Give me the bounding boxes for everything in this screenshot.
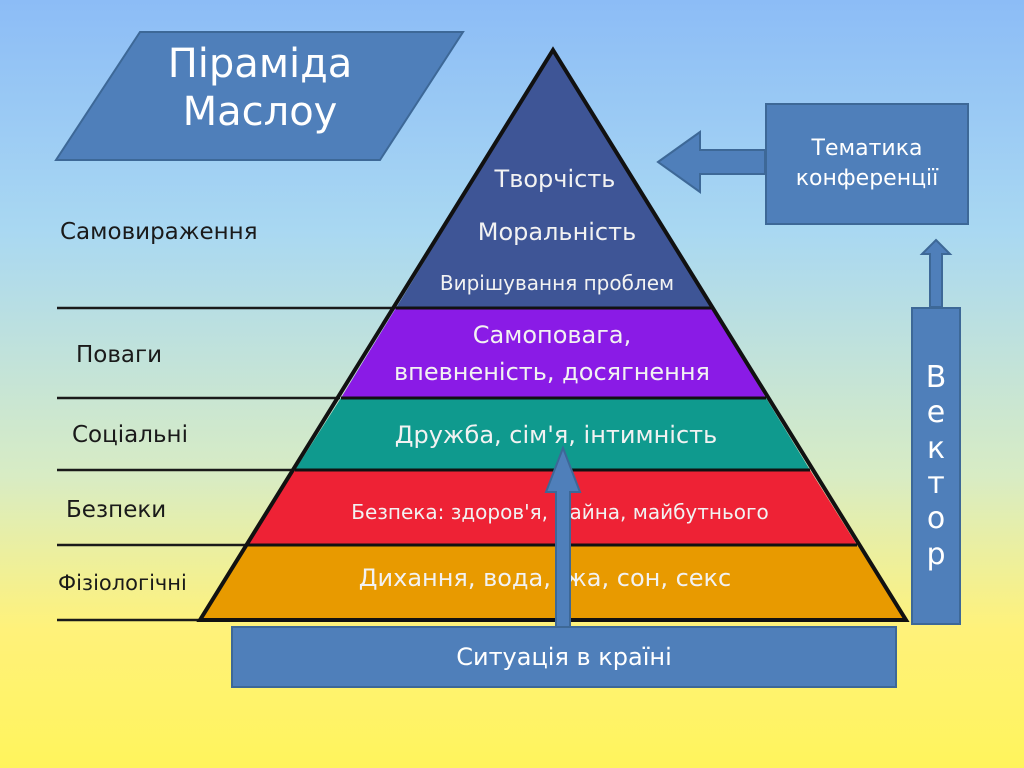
title-shape [54, 31, 465, 161]
topic-box: Тематика конференції [765, 103, 969, 225]
arrow-up-icon [919, 238, 953, 308]
level-separators [57, 306, 400, 622]
pyramid-text-breathing: Дихання, вода, їжа, сон, секс [359, 564, 731, 592]
pyramid-layer-physiological [200, 545, 906, 620]
vector-letter: В [925, 359, 947, 395]
pyramid-text-confidence: впевненість, досягнення [394, 358, 710, 386]
level-label-self-actualization: Самовираження [60, 219, 258, 245]
level-label-safety: Безпеки [66, 497, 166, 523]
vector-letter: к [926, 430, 946, 466]
pyramid-layer-esteem [341, 308, 766, 398]
pyramid-text-morality: Моральність [478, 218, 637, 246]
pyramid-text-friendship: Дружба, сім'я, інтимність [395, 421, 718, 449]
pyramid-layer-social [295, 398, 810, 470]
situation-box: Ситуація в країні [231, 626, 897, 688]
vector-letter: о [926, 501, 946, 537]
vector-box: В е к т о р [911, 307, 961, 625]
pyramid-layer-safety [247, 470, 857, 545]
level-label-social: Соціальні [72, 422, 188, 448]
pyramid-text-creativity: Творчість [494, 165, 616, 193]
pyramid [196, 46, 910, 622]
situation-box-text: Ситуація в країні [456, 643, 672, 671]
pyramid-outline [196, 46, 910, 622]
topic-box-text: Тематика конференції [795, 136, 939, 191]
arrow-left-icon [656, 130, 766, 194]
pyramid-text-problem-solving: Вирішування проблем [440, 271, 674, 295]
pyramid-layer-self-actualization [396, 50, 712, 308]
pyramid-text-self-esteem: Самоповага, [473, 321, 631, 349]
vector-letter: р [926, 536, 946, 572]
vector-letter: е [926, 395, 946, 431]
slide-title: Піраміда Маслоу [167, 41, 353, 135]
level-label-esteem: Поваги [76, 342, 162, 368]
level-label-physiological: Фізіологічні [58, 571, 187, 595]
vector-letter: т [927, 466, 945, 501]
